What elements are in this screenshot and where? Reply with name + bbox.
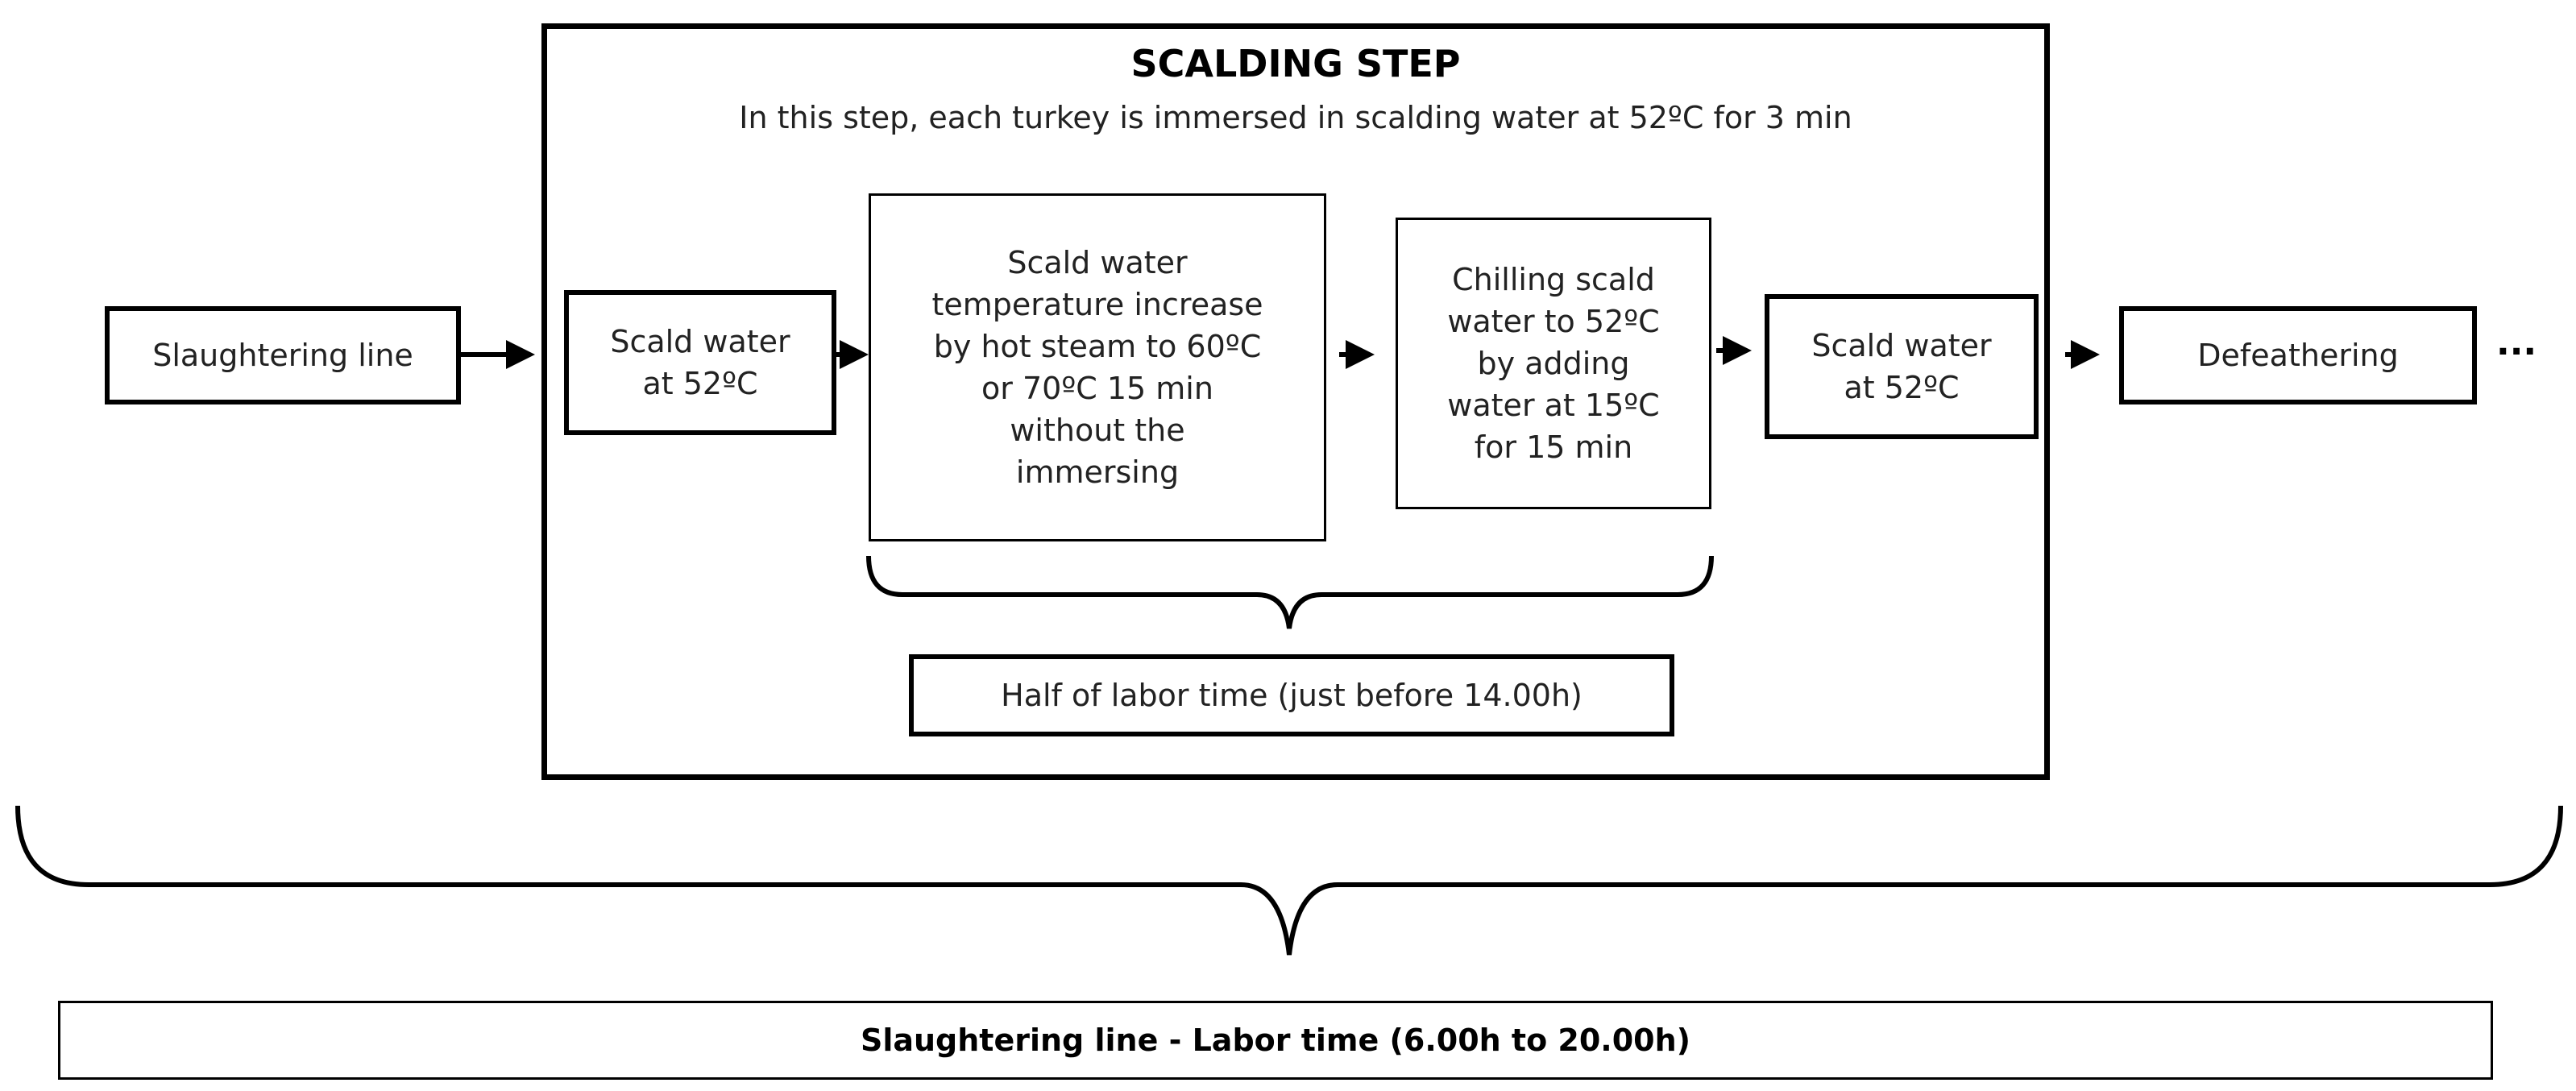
temperature-increase-node: Scald water temperature increase by hot …	[869, 193, 1326, 541]
labor-time-box: Slaughtering line - Labor time (6.00h to…	[58, 1001, 2493, 1080]
scald-water-label-2: Scald water at 52ºC	[1811, 328, 1992, 405]
outer-brace	[15, 805, 2563, 956]
half-labor-time-box: Half of labor time (just before 14.00h)	[909, 654, 1674, 736]
defeathering-node: Defeathering	[2119, 306, 2477, 404]
slaughtering-line-label: Slaughtering line	[152, 338, 413, 373]
defeathering-label: Defeathering	[2197, 338, 2399, 373]
scalding-step-box	[541, 23, 2050, 780]
inner-brace	[866, 555, 1714, 629]
scalding-step-title: SCALDING STEP	[1130, 42, 1461, 85]
slaughtering-line-node: Slaughtering line	[105, 306, 461, 404]
scalding-step-subtitle: In this step, each turkey is immersed in…	[739, 100, 1852, 135]
scald-water-node-2: Scald water at 52ºC	[1765, 294, 2039, 439]
temperature-increase-label: Scald water temperature increase by hot …	[931, 245, 1263, 490]
scald-water-node-1: Scald water at 52ºC	[564, 290, 836, 435]
labor-time-label: Slaughtering line - Labor time (6.00h to…	[860, 1023, 1691, 1058]
chilling-label: Chilling scald water to 52ºC by adding w…	[1447, 262, 1660, 465]
scald-water-label-1: Scald water at 52ºC	[610, 324, 790, 401]
continuation-ellipsis: ...	[2496, 322, 2537, 363]
chilling-node: Chilling scald water to 52ºC by adding w…	[1396, 218, 1711, 509]
half-labor-time-label: Half of labor time (just before 14.00h)	[1001, 678, 1583, 713]
